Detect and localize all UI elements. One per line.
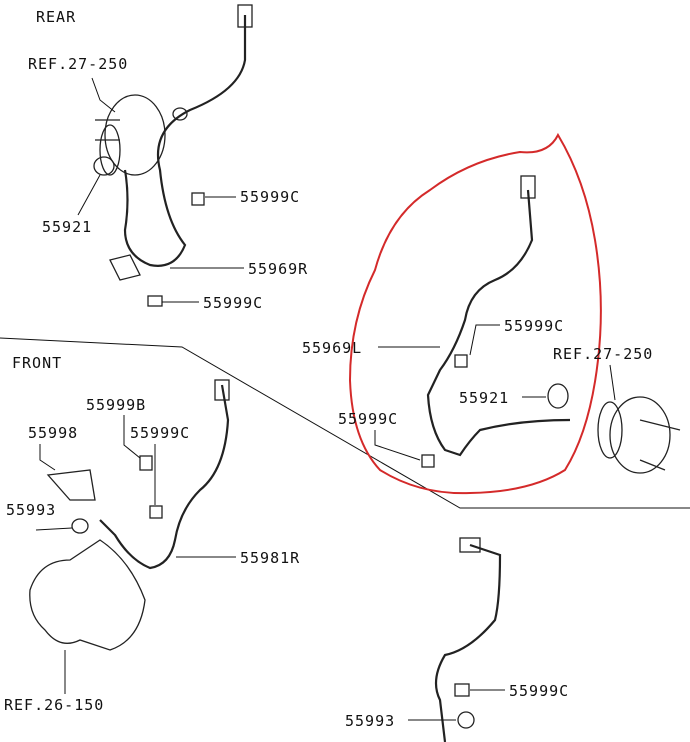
- part-label[interactable]: 55969R: [248, 260, 308, 278]
- part-label[interactable]: 55993: [345, 712, 395, 730]
- section-label-rear: REAR: [36, 8, 76, 26]
- rear-assembly: [93, 4, 253, 307]
- rear-tone-ring: [93, 156, 115, 176]
- section-label-front: FRONT: [12, 354, 62, 372]
- part-label[interactable]: 55999C: [504, 317, 564, 335]
- rear-hub: [104, 94, 166, 176]
- left-hub: [609, 396, 671, 474]
- rear-sensor-wire: [123, 15, 247, 267]
- part-label[interactable]: 55999C: [130, 424, 190, 442]
- part-label[interactable]: 55999C: [509, 682, 569, 700]
- front-assembly: [29, 379, 230, 651]
- part-label[interactable]: 55999B: [86, 396, 146, 414]
- front-right-assembly: [434, 537, 502, 742]
- section-divider: [0, 337, 690, 509]
- part-label[interactable]: 55993: [6, 501, 56, 519]
- highlight-outline: [348, 132, 602, 495]
- highlight-assembly: [421, 175, 681, 474]
- part-label[interactable]: 55999C: [240, 188, 300, 206]
- front-knuckle: [29, 539, 146, 651]
- part-label[interactable]: 55999C: [338, 410, 398, 428]
- part-label[interactable]: 55969L: [302, 339, 362, 357]
- part-label[interactable]: 55921: [459, 389, 509, 407]
- part-label[interactable]: 55998: [28, 424, 78, 442]
- part-label[interactable]: 55981R: [240, 549, 300, 567]
- part-label[interactable]: REF.26-150: [4, 696, 104, 714]
- part-label[interactable]: REF.27-250: [553, 345, 653, 363]
- part-label[interactable]: REF.27-250: [28, 55, 128, 73]
- part-label[interactable]: 55999C: [203, 294, 263, 312]
- part-label[interactable]: 55921: [42, 218, 92, 236]
